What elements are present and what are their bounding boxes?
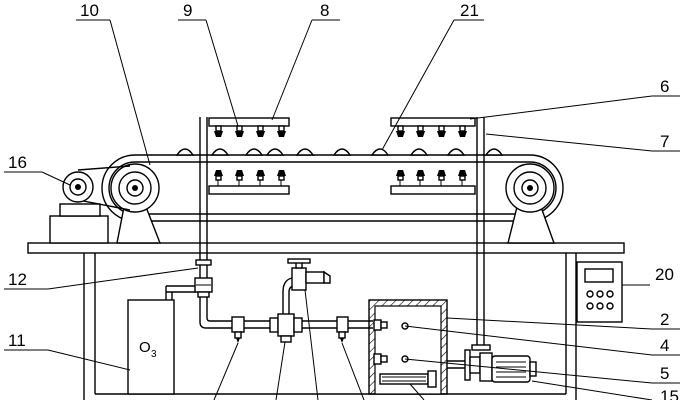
label-2: 2 [660, 310, 669, 329]
label-12: 12 [8, 270, 27, 289]
label-8: 8 [320, 1, 329, 20]
ozone-generator: O 3 [127, 299, 175, 395]
upper-spray-bar-right [390, 117, 476, 137]
label-9: 9 [183, 1, 192, 20]
water-tank [368, 299, 448, 395]
products-on-belt [175, 148, 504, 156]
label-7: 7 [660, 132, 669, 151]
label-11: 11 [8, 331, 26, 350]
upper-spray-bar-left [208, 117, 290, 137]
lower-spray-bar-left [208, 170, 290, 195]
ozone-subscript: 3 [151, 349, 157, 360]
label-6: 6 [660, 77, 669, 96]
lower-spray-bar-right [390, 170, 476, 195]
pipework [165, 258, 373, 343]
drive-motor [49, 165, 131, 244]
label-21: 21 [460, 1, 479, 20]
right-roller [505, 163, 555, 244]
control-box [576, 261, 623, 323]
spray-frame-posts [199, 117, 485, 345]
label-15: 15 [660, 387, 679, 400]
conveyor-belt [101, 154, 564, 222]
left-roller [110, 163, 162, 244]
label-20: 20 [655, 265, 674, 284]
ozone-label: O [139, 339, 151, 356]
label-10: 10 [80, 1, 99, 20]
label-4: 4 [660, 336, 669, 355]
callout-labels: 10 9 8 21 6 7 16 12 20 11 2 4 5 15 [8, 1, 679, 400]
leader-lines [4, 19, 680, 400]
label-5: 5 [660, 364, 669, 383]
label-16: 16 [8, 153, 27, 172]
